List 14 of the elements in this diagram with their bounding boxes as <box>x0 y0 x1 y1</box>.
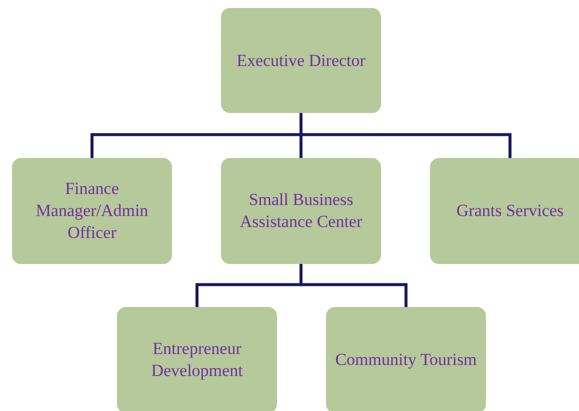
org-box <box>221 158 381 264</box>
org-box <box>221 8 381 113</box>
role-label: Small Business Assistance Center <box>238 189 364 233</box>
role-label: Entrepreneur Development <box>150 338 244 382</box>
org-box <box>12 158 172 264</box>
role-label: Finance Manager/Admin Officer <box>34 178 150 244</box>
connector-line <box>300 264 408 307</box>
role-label: Executive Director <box>236 50 366 72</box>
org-box <box>117 307 277 411</box>
role-label: Community Tourism <box>335 349 477 371</box>
connector-line <box>300 113 512 158</box>
role-label: Grants Services <box>456 200 564 222</box>
org-box <box>326 307 486 411</box>
org-box <box>430 158 579 264</box>
